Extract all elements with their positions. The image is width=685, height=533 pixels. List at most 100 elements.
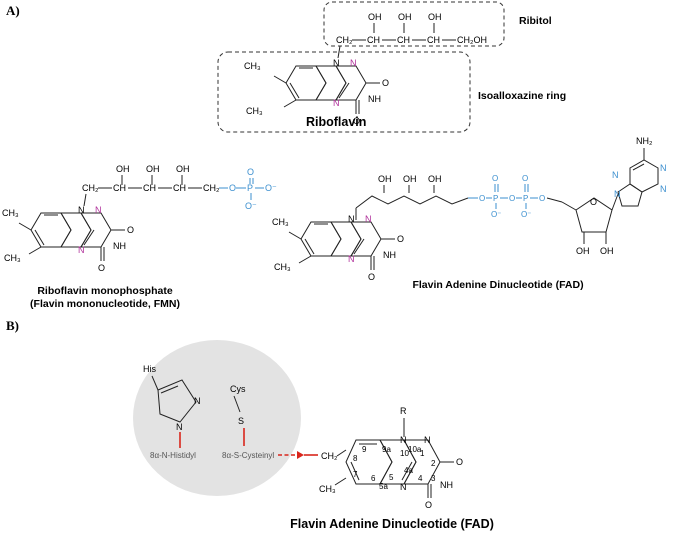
position-5a: 5a [379,482,388,491]
histidine-n1: N [176,422,183,432]
fad-isoalloxazine-numbered: CH₂ CH₃ R N N N NH O O 9a 9 10 10a 1 2 3… [319,406,463,510]
histidine-label: His [143,364,156,374]
fad-nh: NH [383,250,396,260]
fmn-caption-line1: Riboflavin monophosphate [37,285,172,297]
fad-oh-2: OH [403,174,417,184]
riboflavin-ch-2: CH [397,35,410,45]
fmn-oh-3: OH [176,164,190,174]
fmn-double-o: O [247,167,254,177]
fad-double-o-1: O [492,174,498,183]
riboflavin-n5: N [333,98,340,108]
riboflavin-ch3-top: CH₃ [244,61,261,71]
fad-adenine-n7: N [612,170,619,180]
position-10: 10 [400,449,409,458]
riboflavin-n1: N [350,58,357,68]
position-3: 3 [431,474,436,483]
riboflavin-ribitol-chain: OH OH OH CH₂ CH CH CH CH₂OH [336,12,487,59]
fmn-ch3-top: CH₃ [2,208,19,218]
fad-o-minus-2: O⁻ [521,210,531,219]
position-9a: 9a [382,445,391,454]
riboflavin-oh-1: OH [368,12,382,22]
flavin-n1: N [424,435,431,445]
fad-ch3-top: CH₃ [272,217,289,227]
fad-ribose-oh-1: OH [576,246,590,256]
flavin-ch3: CH₃ [319,484,336,494]
fmn-o-minus-bottom: O⁻ [245,201,257,211]
riboflavin-nh: NH [368,94,381,104]
fad-o2: O [397,234,404,244]
panel-b-caption: Flavin Adenine Dinucleotide (FAD) [290,517,494,531]
fad-bridge-o-1: O [479,194,485,203]
riboflavin-ch-3: CH [427,35,440,45]
ribitol-box [323,1,505,47]
riboflavin-ch-1: CH [367,35,380,45]
fad-bridge-o-3: O [539,194,545,203]
fmn-o2: O [127,225,134,235]
riboflavin-ch3-bottom: CH₃ [246,106,263,116]
fad-n10: N [348,214,355,224]
fad-o4: O [368,272,375,282]
position-6: 6 [371,474,376,483]
fmn-n10: N [78,205,85,215]
fmn-ch3-bottom: CH₃ [4,253,21,263]
fad-double-o-2: O [522,174,528,183]
riboflavin-n10: N [333,58,340,68]
flavin-n10: N [400,435,407,445]
covalent-link-arrow [278,451,318,459]
flavin-n5: N [400,482,407,492]
fad-phosphorus-2: P [523,194,528,203]
fad-nh2: NH₂ [636,136,653,146]
riboflavin-name: Riboflavin [306,115,366,129]
flavin-r-group: R [400,406,407,416]
ribitol-label: Ribitol [519,15,552,27]
flavin-o4: O [425,500,432,510]
fad-adenine-n1: N [660,163,667,173]
flavin-nh: NH [440,480,453,490]
fmn-caption-line2: (Flavin mononucleotide, FMN) [30,298,180,310]
fad-adenine-n3: N [660,184,667,194]
position-4a: 4a [404,466,413,475]
fad-caption: Flavin Adenine Dinucleotide (FAD) [412,279,583,291]
riboflavin-o4: O [353,116,360,126]
fmn-ch-1: CH [113,183,126,193]
riboflavin-o2: O [382,78,389,88]
fmn-n1: N [95,205,102,215]
flavin-ch2: CH₂ [321,451,338,461]
fad-adenine-n9: N [614,189,621,199]
riboflavin-oh-3: OH [428,12,442,22]
flavin-o2: O [456,457,463,467]
fad-ribose-oh-2: OH [600,246,614,256]
position-4: 4 [418,474,423,483]
fad-oh-3: OH [428,174,442,184]
panel-label-a: A) [6,3,20,18]
fmn-bridge-o: O [229,183,236,193]
fmn-structure: OH OH OH CH₂ CH CH CH CH₂ O P O O⁻ O⁻ [2,164,277,273]
fad-ribose-o: O [590,197,597,207]
position-10a: 10a [408,445,422,454]
cysteine-label: Cys [230,384,246,394]
cysteine-residue: Cys S 8α-S-Cysteinyl [222,384,274,460]
histidine-residue: His N N 8α-N-Histidyl [143,364,201,460]
position-2: 2 [431,459,436,468]
riboflavin-ch2: CH₂ [336,35,353,45]
fad-bridge-o-2: O [509,194,515,203]
fad-phosphorus-1: P [493,194,498,203]
fad-structure: OH OH OH O P O O⁻ O P O O⁻ O O OH OH [272,136,667,282]
fmn-oh-2: OH [146,164,160,174]
fad-oh-1: OH [378,174,392,184]
fmn-oh-1: OH [116,164,130,174]
fad-n5: N [348,254,355,264]
isoalloxazine-box [217,51,471,133]
riboflavin-ch2oh: CH₂OH [457,35,487,45]
binding-site-ellipse [133,340,301,496]
fmn-ch2: CH₂ [82,183,99,193]
position-8: 8 [353,454,358,463]
fmn-ch-3: CH [173,183,186,193]
fmn-ch2-link: CH₂ [203,183,220,193]
fmn-o-minus-right: O⁻ [265,183,277,193]
fmn-phosphorus: P [247,183,253,193]
fad-n1: N [365,214,372,224]
position-5: 5 [389,473,394,482]
fmn-nh: NH [113,241,126,251]
